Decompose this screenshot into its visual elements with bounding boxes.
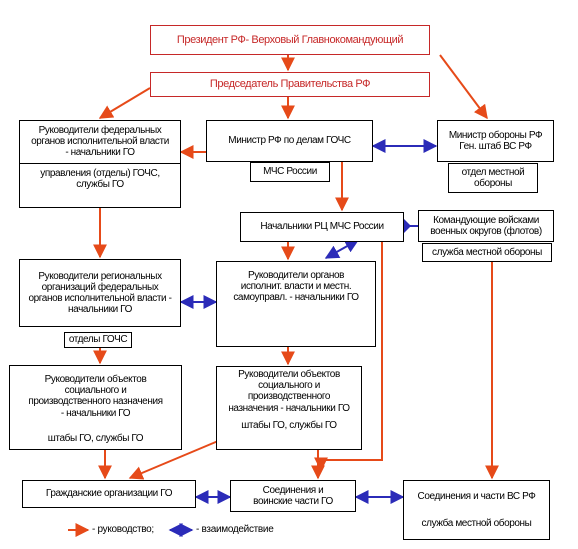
chairman-label: Председатель Правительства РФ bbox=[209, 78, 371, 91]
units-vs-sub: служба местной обороны bbox=[421, 518, 532, 530]
regional-heads-label: Руководители региональных организаций фе… bbox=[28, 270, 172, 316]
defense-minister-sub-box: отдел местной обороны bbox=[448, 163, 538, 193]
arrow-chairman-federal bbox=[98, 87, 151, 119]
mchs-minister-label: Министр РФ по делам ГОЧС bbox=[228, 135, 351, 147]
legend-interaction: - взаимодействие bbox=[196, 524, 274, 535]
federal-heads-sub: управления (отделы) ГОЧС, службы ГО bbox=[20, 162, 180, 194]
units-go-box: Соединения и воинские части ГО bbox=[230, 480, 356, 512]
objects-right-box: Руководители объектов социального и прои… bbox=[216, 366, 362, 450]
regional-heads-sub-box: отделы ГОЧС bbox=[64, 332, 132, 348]
president-label: Президент РФ- Верховый Главнокомандующий bbox=[176, 33, 404, 46]
local-heads-box: Руководители органов исполнит. власти и … bbox=[216, 261, 376, 347]
arrow-rc-units bbox=[314, 242, 383, 472]
commanders-label: Командующие войсками военных округов (фл… bbox=[430, 214, 542, 237]
arrow-objects-right-civil bbox=[128, 435, 231, 480]
units-vs-label: Соединения и части ВС РФ bbox=[417, 491, 536, 502]
legend-interaction-label: - взаимодействие bbox=[196, 524, 274, 535]
civil-orgs-box: Гражданские организации ГО bbox=[22, 480, 196, 508]
local-heads-label: Руководители органов исполнит. власти и … bbox=[233, 270, 359, 304]
commanders-sub: служба местной обороны bbox=[432, 246, 542, 258]
legend-management-label: - руководство; bbox=[92, 524, 154, 535]
chairman-box: Председатель Правительства РФ bbox=[150, 72, 430, 97]
objects-right-label: Руководители объектов социального и прои… bbox=[228, 369, 350, 414]
arrow-objects-units bbox=[311, 447, 361, 480]
mchs-russia-label: МЧС России bbox=[263, 166, 317, 178]
arrow-president-defense bbox=[439, 54, 488, 120]
federal-heads-box: Руководители федеральных органов исполни… bbox=[19, 120, 181, 208]
commanders-box: Командующие войсками военных округов (фл… bbox=[418, 210, 554, 242]
commanders-sub-box: служба местной обороны bbox=[422, 243, 552, 262]
objects-left-sub: штабы ГО, службы ГО bbox=[47, 432, 144, 444]
defense-minister-box: Министр обороны РФ Ген. штаб ВС РФ bbox=[437, 120, 554, 162]
units-vs-box: Соединения и части ВС РФ служба местной … bbox=[403, 480, 550, 540]
regional-heads-sub: отделы ГОЧС bbox=[68, 334, 128, 346]
units-go-label: Соединения и воинские части ГО bbox=[253, 484, 333, 507]
arrow-rc-local-interact bbox=[324, 239, 360, 259]
regional-heads-box: Руководители региональных организаций фе… bbox=[19, 259, 181, 327]
rc-heads-box: Начальники РЦ МЧС России bbox=[240, 212, 404, 242]
defense-minister-label: Министр обороны РФ Ген. штаб ВС РФ bbox=[448, 129, 543, 152]
mchs-minister-box: Министр РФ по делам ГОЧС bbox=[206, 120, 373, 162]
objects-right-sub: штабы ГО, службы ГО bbox=[241, 419, 337, 431]
mchs-russia-box: МЧС России bbox=[250, 162, 330, 182]
legend-management: - руководство; bbox=[92, 524, 154, 535]
objects-left-box: Руководители объектов социального и прои… bbox=[9, 365, 182, 450]
defense-minister-sub: отдел местной обороны bbox=[461, 166, 525, 189]
federal-heads-label: Руководители федеральных органов исполни… bbox=[31, 125, 169, 159]
president-box: Президент РФ- Верховый Главнокомандующий bbox=[150, 25, 430, 55]
rc-heads-label: Начальники РЦ МЧС России bbox=[260, 221, 384, 233]
civil-orgs-label: Гражданские организации ГО bbox=[45, 488, 173, 500]
objects-left-label: Руководители объектов социального и прои… bbox=[28, 374, 163, 419]
